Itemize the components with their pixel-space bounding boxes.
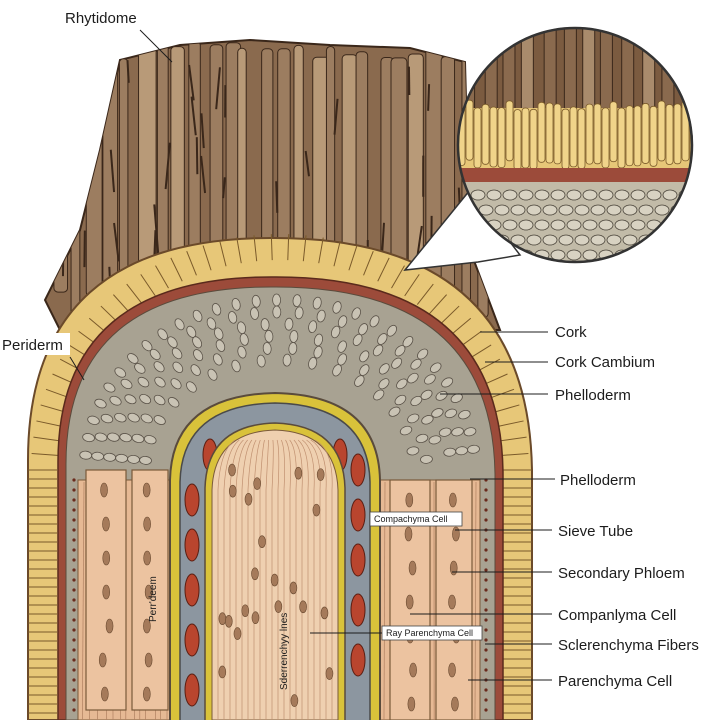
sderrenchyy-rotated-label: Sderrenchyy lnes [279, 613, 290, 690]
phelloderm-lower-label: Phelloderm [560, 472, 636, 489]
inset-connector [403, 188, 522, 271]
inner-labels: Compachyma Cell Ray Parenchyma Cell Perr… [148, 511, 483, 690]
cross-section-arch [27, 234, 533, 720]
ray-parenchyma-cell-label: Ray Parenchyma Cell [386, 628, 473, 638]
periderm-label: Periderm [2, 337, 63, 354]
cork-cambium-label: Cork Cambium [555, 354, 655, 371]
parenchyma-cell-label: Parenchyma Cell [558, 673, 672, 690]
phelloderm-upper-label: Phelloderm [555, 387, 631, 404]
companlyma-cell-label: Companlyma Cell [558, 607, 676, 624]
sieve-tube-label: Sieve Tube [558, 523, 633, 540]
compachyma-cell-label: Compachyma Cell [374, 514, 448, 524]
rhytidome-label: Rhytidome [65, 10, 137, 27]
perr-deem-rotated-label: Perr'deem [148, 576, 159, 622]
xylem-grain [217, 439, 334, 720]
cork-label: Cork [555, 324, 587, 341]
secondary-phloem-label: Secondary Phloem [558, 565, 685, 582]
cork-cells [28, 234, 532, 714]
leader-lines [69, 29, 555, 681]
phelloderm-cells [79, 293, 480, 465]
sclerenchyma-fibers-label: Sclerenchyma Fibers [558, 637, 699, 654]
outer-labels: Rhytidome Periderm Cork Cork Cambium Phe… [0, 6, 699, 690]
red-phloem-cells [184, 438, 366, 707]
